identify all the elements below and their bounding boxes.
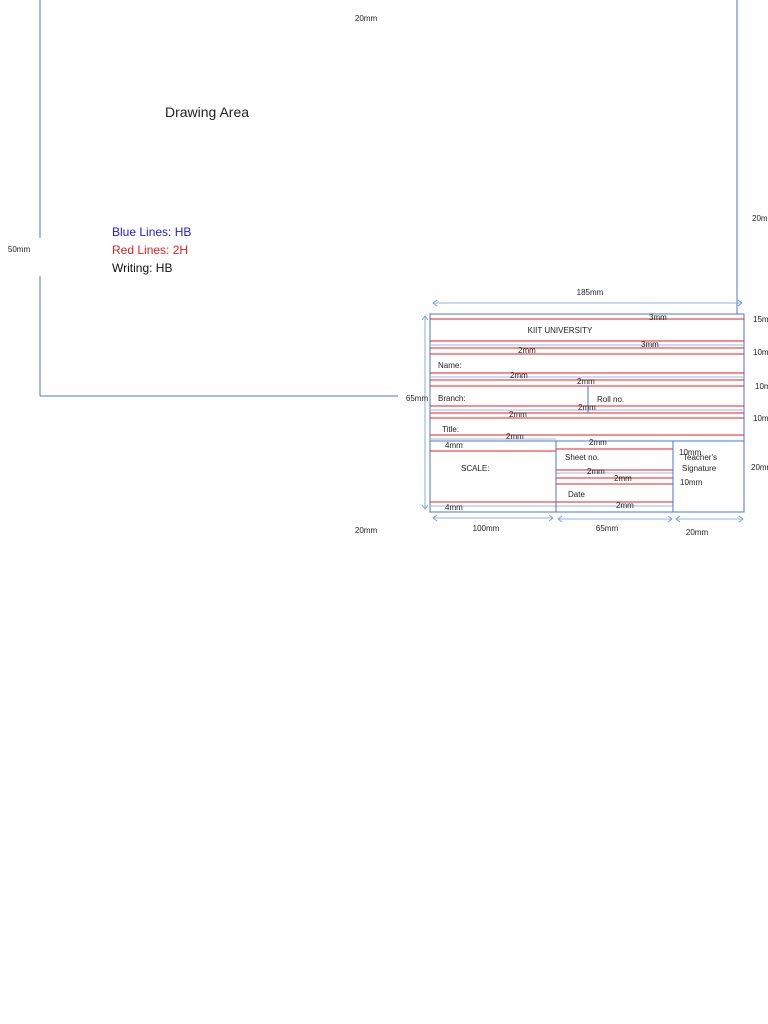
title-block-width-arrow: [432, 299, 743, 307]
row-height-label-1: 15mm: [753, 315, 768, 324]
title-block-dividers: [555, 386, 674, 512]
gap-label-2mm-d: 2mm: [578, 403, 596, 412]
margin-right-label: 20mm: [752, 214, 768, 223]
title-block-width-label: 185mm: [577, 288, 604, 297]
row-height-label-5: 20mm: [751, 463, 768, 472]
column-width-arrows: [432, 514, 744, 523]
gap-label-2mm-j: 2mm: [616, 501, 634, 510]
gap-label-2mm-g: 2mm: [589, 438, 607, 447]
gap-label-4mm-a: 4mm: [445, 441, 463, 450]
teacher-signature-label-2: Signature: [682, 464, 717, 473]
legend-writing: Writing: HB: [112, 261, 172, 275]
drawing-area-label: Drawing Area: [165, 104, 249, 120]
title-block-height-arrow: [421, 315, 429, 510]
drawing-area-border: [39, 0, 738, 397]
gap-label-3mm-b: 3mm: [641, 340, 659, 349]
sheet-no-label: Sheet no.: [565, 453, 599, 462]
gap-label-2mm-b: 2mm: [510, 371, 528, 380]
teacher-signature-label-1: Teacher's: [683, 453, 717, 462]
row-height-label-4: 10mm: [753, 414, 768, 423]
university-title: KIIT UNIVERSITY: [528, 326, 593, 335]
gap-label-2mm-f: 2mm: [506, 432, 524, 441]
row-height-label-3: 10mm: [755, 382, 768, 391]
margin-bottom-label: 20mm: [355, 526, 378, 535]
column-width-label-2: 65mm: [596, 524, 619, 533]
margin-left-label: 50mm: [8, 245, 31, 254]
margin-top-label: 20mm: [355, 14, 378, 23]
gap-label-2mm-e: 2mm: [509, 410, 527, 419]
title-label: Title:: [442, 425, 459, 434]
gap-label-10mm-b: 10mm: [680, 478, 703, 487]
name-label: Name:: [438, 361, 462, 370]
scale-label: SCALE:: [461, 464, 489, 473]
gap-label-2mm-a: 2mm: [518, 346, 536, 355]
legend-red-lines: Red Lines: 2H: [112, 243, 188, 257]
gap-label-2mm-h: 2mm: [587, 467, 605, 476]
gap-label-3mm-a: 3mm: [649, 313, 667, 322]
date-label: Date: [568, 490, 585, 499]
gap-label-2mm-i: 2mm: [614, 474, 632, 483]
row-height-label-2: 10mm: [753, 348, 768, 357]
gap-label-4mm-b: 4mm: [445, 503, 463, 512]
roll-no-label: Roll no.: [597, 395, 624, 404]
gap-label-10mm-a: 10mm: [679, 448, 702, 457]
legend-blue-lines: Blue Lines: HB: [112, 225, 191, 239]
title-block-height-label: 65mm: [406, 394, 429, 403]
title-block-lines: [430, 318, 744, 507]
branch-label: Branch:: [438, 394, 466, 403]
column-width-label-3: 20mm: [686, 528, 709, 537]
gap-label-2mm-c: 2mm: [577, 377, 595, 386]
column-width-label-1: 100mm: [473, 524, 500, 533]
